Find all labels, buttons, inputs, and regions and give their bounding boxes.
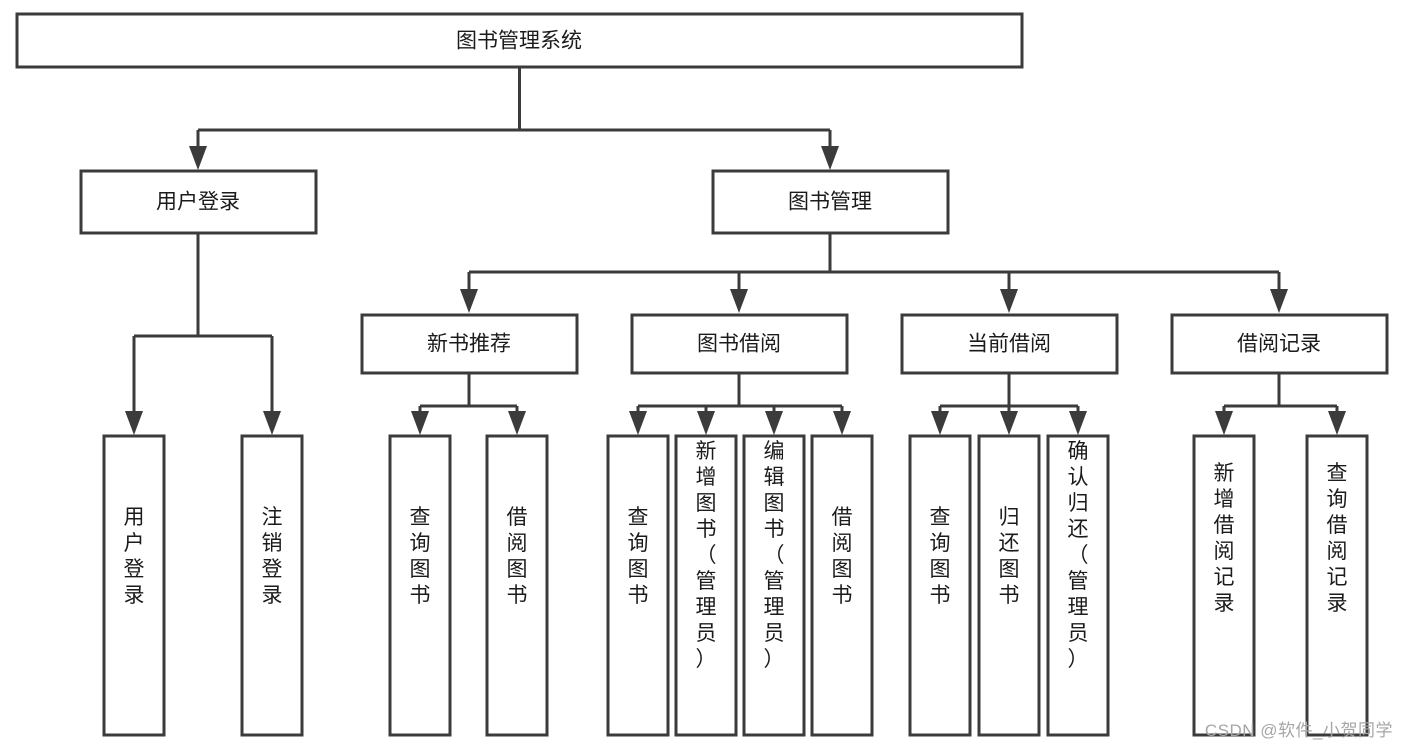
node-leaf-user-login[interactable]: 用户登录 — [102, 434, 166, 737]
node-root-label: 图书管理系统 — [456, 30, 582, 53]
node-leaf-query-book-1-box[interactable] — [388, 434, 452, 737]
node-leaf-add-record-box[interactable] — [1192, 434, 1256, 737]
node-leaf-return-book-box[interactable] — [977, 434, 1041, 737]
node-leaf-borrow-book-1[interactable]: 借阅图书 — [485, 434, 549, 737]
node-leaf-user-login-box[interactable] — [102, 434, 166, 737]
node-borrow-record-label: 借阅记录 — [1237, 333, 1321, 356]
node-current-borrow-box[interactable] — [900, 313, 1119, 375]
node-book-borrow-box[interactable] — [630, 313, 849, 375]
node-leaf-confirm-return-label: 确认归还（管理员） — [1068, 440, 1089, 671]
node-leaf-logout-box[interactable] — [240, 434, 304, 737]
node-borrow-record[interactable]: 借阅记录 — [1170, 313, 1389, 375]
node-leaf-query-record-label: 查询借阅记录 — [1327, 462, 1348, 615]
node-user-login-label: 用户登录 — [156, 191, 240, 214]
arrowhead-book-borrow — [730, 289, 748, 313]
arrowhead-leaf-borrow-book-2 — [833, 411, 851, 435]
arrowhead-leaf-query-record — [1328, 411, 1346, 435]
node-leaf-query-book-3-box[interactable] — [908, 434, 972, 737]
node-book-manage-label: 图书管理 — [788, 191, 872, 214]
node-leaf-query-book-2-box[interactable] — [606, 434, 670, 737]
arrowhead-leaf-borrow-book-1 — [508, 411, 526, 435]
arrowhead-leaf-add-record — [1215, 411, 1233, 435]
node-current-borrow-label: 当前借阅 — [967, 333, 1051, 356]
node-leaf-add-book-label: 新增图书（管理员） — [696, 440, 717, 671]
arrowhead-borrow-record — [1270, 289, 1288, 313]
node-leaf-return-book[interactable]: 归还图书 — [977, 434, 1041, 737]
node-leaf-edit-book-label: 编辑图书（管理员） — [764, 440, 785, 671]
arrowhead-current-borrow — [1000, 289, 1018, 313]
arrowhead-leaf-add-book — [697, 411, 715, 435]
node-leaf-query-book-3-label: 查询图书 — [930, 506, 951, 607]
node-leaf-add-record-label: 新增借阅记录 — [1214, 462, 1235, 615]
node-leaf-add-record[interactable]: 新增借阅记录 — [1192, 434, 1256, 737]
node-leaf-query-book-1[interactable]: 查询图书 — [388, 434, 452, 737]
node-book-manage-box[interactable] — [711, 169, 950, 235]
arrowhead-leaf-query-book-1 — [411, 411, 429, 435]
node-leaf-user-login-label: 用户登录 — [124, 506, 145, 607]
arrowhead-leaf-user-login — [125, 411, 143, 435]
node-borrow-record-box[interactable] — [1170, 313, 1389, 375]
node-root-box[interactable] — [15, 12, 1024, 69]
node-leaf-confirm-return[interactable]: 确认归还（管理员） — [1046, 434, 1110, 737]
node-leaf-borrow-book-2-box[interactable] — [810, 434, 874, 737]
node-leaf-query-book-2[interactable]: 查询图书 — [606, 434, 670, 737]
arrowhead-leaf-edit-book — [765, 411, 783, 435]
node-user-login-box[interactable] — [79, 169, 318, 235]
node-leaf-logout-label: 注销登录 — [262, 506, 283, 607]
arrowhead-new-book-recommend — [460, 289, 478, 313]
node-current-borrow[interactable]: 当前借阅 — [900, 313, 1119, 375]
node-leaf-logout[interactable]: 注销登录 — [240, 434, 304, 737]
node-leaf-confirm-return-box[interactable] — [1046, 434, 1110, 737]
node-new-book-recommend[interactable]: 新书推荐 — [360, 313, 579, 375]
arrowhead-leaf-query-book-3 — [931, 411, 949, 435]
node-leaf-return-book-label: 归还图书 — [999, 506, 1020, 607]
node-leaf-add-book[interactable]: 新增图书（管理员） — [674, 434, 738, 737]
node-root[interactable]: 图书管理系统 — [15, 12, 1024, 69]
node-leaf-edit-book-box[interactable] — [742, 434, 806, 737]
node-leaf-edit-book[interactable]: 编辑图书（管理员） — [742, 434, 806, 737]
arrowhead-user-login — [189, 146, 207, 170]
node-book-manage[interactable]: 图书管理 — [711, 169, 950, 235]
node-leaf-query-book-2-label: 查询图书 — [628, 506, 649, 607]
node-leaf-borrow-book-1-label: 借阅图书 — [507, 506, 528, 607]
arrowhead-leaf-return-book — [1000, 411, 1018, 435]
node-leaf-borrow-book-2[interactable]: 借阅图书 — [810, 434, 874, 737]
connector-layer — [125, 67, 1346, 435]
node-leaf-add-book-box[interactable] — [674, 434, 738, 737]
node-leaf-query-record-box[interactable] — [1305, 434, 1369, 737]
node-leaf-query-book-1-label: 查询图书 — [410, 506, 431, 607]
node-new-book-recommend-label: 新书推荐 — [427, 333, 511, 356]
arrowhead-leaf-confirm-return — [1069, 411, 1087, 435]
node-book-borrow-label: 图书借阅 — [697, 333, 781, 356]
arrowhead-leaf-query-book-2 — [629, 411, 647, 435]
arrowhead-book-manage — [821, 146, 839, 170]
node-leaf-borrow-book-1-box[interactable] — [485, 434, 549, 737]
arrowhead-leaf-logout — [263, 411, 281, 435]
node-leaf-query-book-3[interactable]: 查询图书 — [908, 434, 972, 737]
node-new-book-recommend-box[interactable] — [360, 313, 579, 375]
node-leaf-borrow-book-2-label: 借阅图书 — [832, 506, 853, 607]
node-user-login[interactable]: 用户登录 — [79, 169, 318, 235]
node-leaf-query-record[interactable]: 查询借阅记录 — [1305, 434, 1369, 737]
node-book-borrow[interactable]: 图书借阅 — [630, 313, 849, 375]
